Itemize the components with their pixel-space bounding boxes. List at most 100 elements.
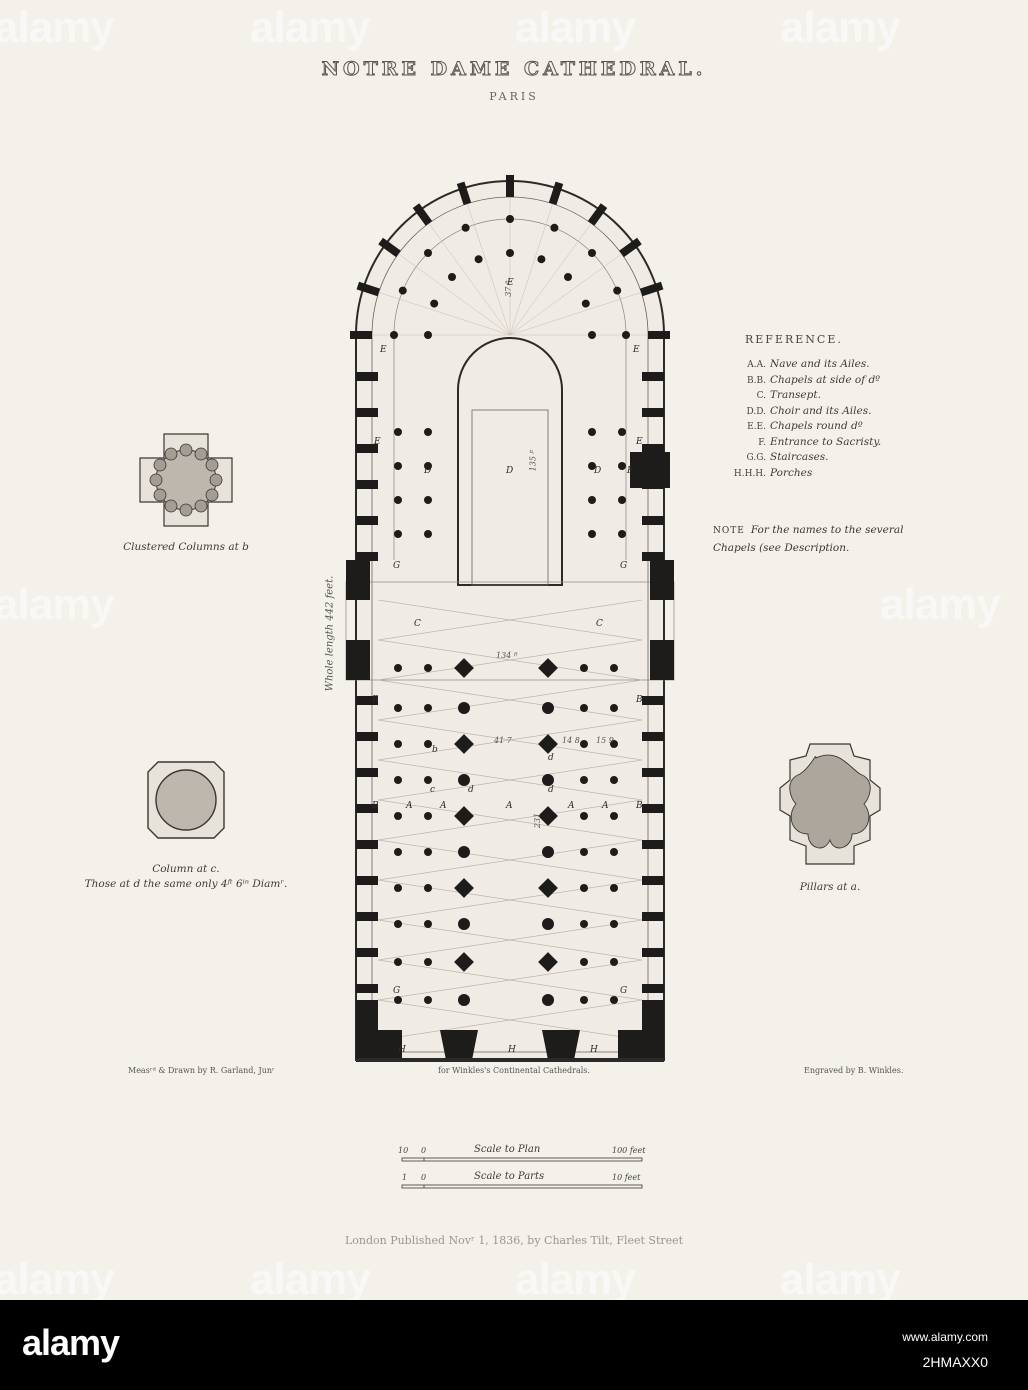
cluster-shaft — [205, 488, 219, 502]
side-buttress — [356, 948, 378, 957]
nave-column — [610, 884, 618, 892]
watermark-logo: alamy — [250, 3, 371, 52]
column-grid — [390, 215, 630, 1006]
side-buttress — [356, 552, 378, 561]
side-buttress — [642, 444, 664, 453]
svg-text:C: C — [596, 619, 603, 629]
caption-column-c: Column at c. — [152, 863, 220, 875]
apse-column — [537, 255, 546, 264]
side-buttress — [642, 912, 664, 921]
porch-pier — [542, 1030, 580, 1060]
reference-item: C.Transept. — [756, 389, 821, 401]
svg-text:D: D — [593, 466, 601, 476]
apse-buttress — [456, 181, 472, 206]
reference-item: D.D.Choir and its Ailes. — [746, 404, 872, 417]
nave-column — [542, 774, 554, 786]
dim-choir: 135 ᶠᵗ — [528, 449, 538, 472]
credit-engraver: Engraved by B. Winkles. — [804, 1066, 904, 1075]
vault-rib — [377, 719, 643, 761]
svg-text:E: E — [635, 437, 643, 447]
apse-buttress — [412, 203, 433, 226]
side-buttress — [356, 840, 378, 849]
watermark-logo: alamy — [0, 3, 115, 52]
svg-text:d: d — [548, 785, 554, 795]
svg-text:E: E — [506, 278, 514, 288]
clustered-column-detail — [139, 433, 233, 527]
side-buttress — [642, 372, 664, 381]
nave-column — [424, 848, 432, 856]
side-buttress — [642, 768, 664, 777]
nave-column — [580, 704, 588, 712]
watermark-logo: alamy — [780, 3, 901, 52]
caption-column-d: Those at d the same only 4ᶠᵗ 6ⁱⁿ Diamʳ. — [84, 878, 288, 890]
nave-column — [424, 740, 432, 748]
choir-column — [394, 496, 402, 504]
nave-column — [580, 776, 588, 784]
cluster-shaft — [179, 503, 193, 517]
svg-text:H: H — [589, 1045, 598, 1055]
caption-clustered-columns: Clustered Columns at b — [123, 541, 249, 553]
svg-text:B: B — [371, 695, 379, 705]
side-buttress — [642, 984, 664, 993]
cluster-shaft — [149, 473, 163, 487]
reference-list: A.A.Nave and its Ailes. B.B.Chapels at s… — [712, 358, 881, 482]
nave-column — [580, 996, 588, 1004]
cluster-shaft — [194, 447, 208, 461]
svg-text:B: B — [371, 801, 379, 811]
scale-plan-zero: 0 — [421, 1146, 427, 1155]
svg-text:A: A — [601, 801, 609, 811]
nave-column — [458, 846, 470, 858]
apse-column — [424, 249, 432, 257]
nave-column — [394, 776, 402, 784]
choir-enclosure — [457, 337, 563, 586]
watermark-logo: alamy — [250, 1255, 371, 1300]
apse-buttress — [548, 181, 564, 206]
apse-column — [581, 299, 590, 308]
nave-column — [424, 704, 432, 712]
vault-rib — [377, 599, 643, 641]
nave-column — [542, 846, 554, 858]
nave-column — [580, 920, 588, 928]
watermark-logo: alamy — [880, 580, 1001, 629]
side-buttress — [356, 444, 378, 453]
apse-column — [588, 249, 596, 257]
svg-text:G: G — [620, 986, 627, 996]
nave-column — [610, 996, 618, 1004]
apse-rib — [378, 292, 511, 336]
cluster-shaft — [164, 499, 178, 513]
nave-column — [542, 918, 554, 930]
side-buttress — [356, 768, 378, 777]
apse-rib — [428, 223, 511, 336]
dim-apse: 37 ᶠᵗ — [503, 280, 513, 297]
side-buttress — [642, 516, 664, 525]
apse-rib — [509, 253, 622, 336]
column-c-detail — [147, 761, 225, 839]
nave-column — [610, 958, 618, 966]
dim-transept: 134 ᶠᵗ — [496, 651, 518, 660]
scale-parts-label: Scale to Parts — [474, 1171, 545, 1182]
transept — [345, 581, 675, 681]
apse-buttress — [587, 203, 608, 226]
apse-column — [474, 255, 483, 264]
nave-column — [610, 704, 618, 712]
nave-pier — [538, 658, 558, 678]
svg-text:A: A — [505, 801, 513, 811]
porch-pier — [440, 1030, 478, 1060]
side-buttress — [356, 516, 378, 525]
side-buttress — [642, 696, 664, 705]
apse-column — [430, 299, 439, 308]
watermark-logo: alamy — [515, 1255, 636, 1300]
side-buttress — [642, 804, 664, 813]
reference-item: H.H.H.Porches — [733, 466, 813, 479]
west-front — [356, 1000, 402, 1060]
nave-pier — [454, 734, 474, 754]
apse-column — [506, 249, 514, 257]
choir-column — [424, 496, 432, 504]
side-buttress — [356, 912, 378, 921]
apse-column — [564, 273, 572, 281]
cluster-shaft — [194, 499, 208, 513]
nave-pier — [454, 952, 474, 972]
watermark-logo: alamy — [0, 1255, 115, 1300]
